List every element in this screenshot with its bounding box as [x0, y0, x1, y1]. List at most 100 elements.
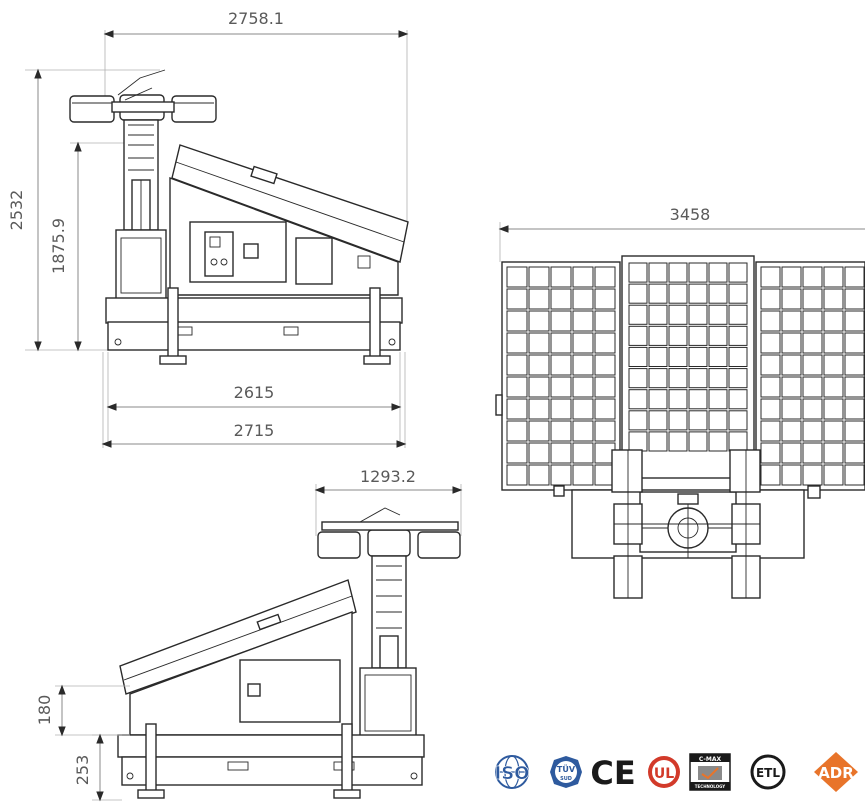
side-solar-panel: [171, 144, 409, 263]
solar-cell: [781, 266, 802, 288]
ul-logo: UL: [648, 756, 680, 788]
side-view: 2758.1 2532 1875.9: [7, 9, 409, 448]
solar-cell: [550, 332, 572, 354]
solar-cell: [781, 398, 802, 420]
solar-cell: [594, 398, 616, 420]
solar-cell: [844, 266, 865, 288]
dimension-253: 253: [73, 733, 122, 802]
solar-cell: [781, 420, 802, 442]
solar-cell: [550, 376, 572, 398]
solar-cell: [688, 346, 708, 367]
solar-cell: [760, 464, 781, 486]
dimension-overall-width: 2758.1: [103, 9, 409, 225]
solar-cells: [506, 262, 865, 486]
solar-cell: [823, 464, 844, 486]
solar-cell: [760, 288, 781, 310]
solar-cell: [668, 410, 688, 431]
solar-cell: [594, 332, 616, 354]
solar-cell: [506, 420, 528, 442]
solar-cell: [572, 442, 594, 464]
solar-cell: [628, 262, 648, 283]
solar-cell: [572, 398, 594, 420]
dimension-total-height: 2532: [7, 68, 160, 352]
solar-cell: [823, 442, 844, 464]
dim-label-180: 180: [35, 695, 54, 726]
solar-cell: [528, 420, 550, 442]
cmax-sub-text: TECHNOLOGY: [695, 784, 725, 789]
solar-cell: [668, 262, 688, 283]
solar-cell: [728, 346, 748, 367]
solar-cell: [760, 420, 781, 442]
solar-cell: [550, 288, 572, 310]
solar-cell: [506, 354, 528, 376]
solar-cell: [628, 368, 648, 389]
solar-cell: [844, 464, 865, 486]
solar-cell: [823, 354, 844, 376]
solar-cell: [802, 376, 823, 398]
solar-cell: [760, 266, 781, 288]
solar-cell: [594, 310, 616, 332]
solar-cell: [688, 431, 708, 452]
solar-cell: [688, 389, 708, 410]
iso-logo: ISO: [494, 755, 530, 789]
certification-logos: ISO TÜV SUD CE UL C-MAX TECHNOLOGY: [494, 752, 858, 792]
cmax-logo: C-MAX TECHNOLOGY: [689, 753, 731, 791]
solar-cell: [728, 283, 748, 304]
solar-cell: [648, 283, 668, 304]
dim-label-2615: 2615: [234, 383, 275, 402]
dimension-base-outer: 2715: [101, 352, 407, 448]
solar-cell: [594, 354, 616, 376]
solar-cell: [844, 376, 865, 398]
solar-cell: [844, 442, 865, 464]
solar-cell: [528, 332, 550, 354]
rear-housing: [129, 610, 417, 739]
adr-logo: ADR: [814, 752, 858, 792]
solar-cell: [844, 354, 865, 376]
solar-cell: [528, 266, 550, 288]
solar-cell: [572, 332, 594, 354]
solar-cell: [550, 420, 572, 442]
solar-cell: [802, 398, 823, 420]
dim-label-1875: 1875.9: [49, 218, 68, 274]
lamp-heads: [69, 69, 217, 123]
solar-cell: [781, 442, 802, 464]
solar-cell: [528, 376, 550, 398]
top-view: 3458: [495, 205, 865, 599]
solar-cell: [802, 332, 823, 354]
solar-cell: [688, 325, 708, 346]
solar-cell: [668, 346, 688, 367]
solar-cell: [688, 410, 708, 431]
adr-text: ADR: [818, 764, 854, 782]
solar-cell: [528, 442, 550, 464]
solar-cell: [668, 431, 688, 452]
iso-text: ISO: [495, 763, 530, 784]
solar-cell: [594, 420, 616, 442]
solar-cell: [550, 442, 572, 464]
solar-cell: [668, 368, 688, 389]
solar-cell: [802, 288, 823, 310]
solar-cell: [844, 398, 865, 420]
solar-cell: [844, 420, 865, 442]
solar-cell: [528, 464, 550, 486]
rear-base-chassis: [117, 723, 425, 799]
dim-label-253: 253: [73, 755, 92, 786]
solar-cell: [688, 304, 708, 325]
solar-cell: [668, 304, 688, 325]
solar-cell: [550, 266, 572, 288]
solar-cell: [572, 288, 594, 310]
solar-cell: [628, 325, 648, 346]
solar-cell: [528, 398, 550, 420]
solar-cell: [668, 325, 688, 346]
solar-cell: [844, 288, 865, 310]
solar-cell: [550, 354, 572, 376]
dim-label-2715: 2715: [234, 421, 275, 440]
solar-cell: [648, 368, 668, 389]
solar-cell: [594, 266, 616, 288]
solar-cell: [708, 431, 728, 452]
solar-cell: [572, 376, 594, 398]
dimension-base-inner: 2615: [106, 352, 402, 445]
solar-cell: [760, 310, 781, 332]
solar-cell: [708, 410, 728, 431]
dimension-180: 180: [35, 684, 130, 737]
